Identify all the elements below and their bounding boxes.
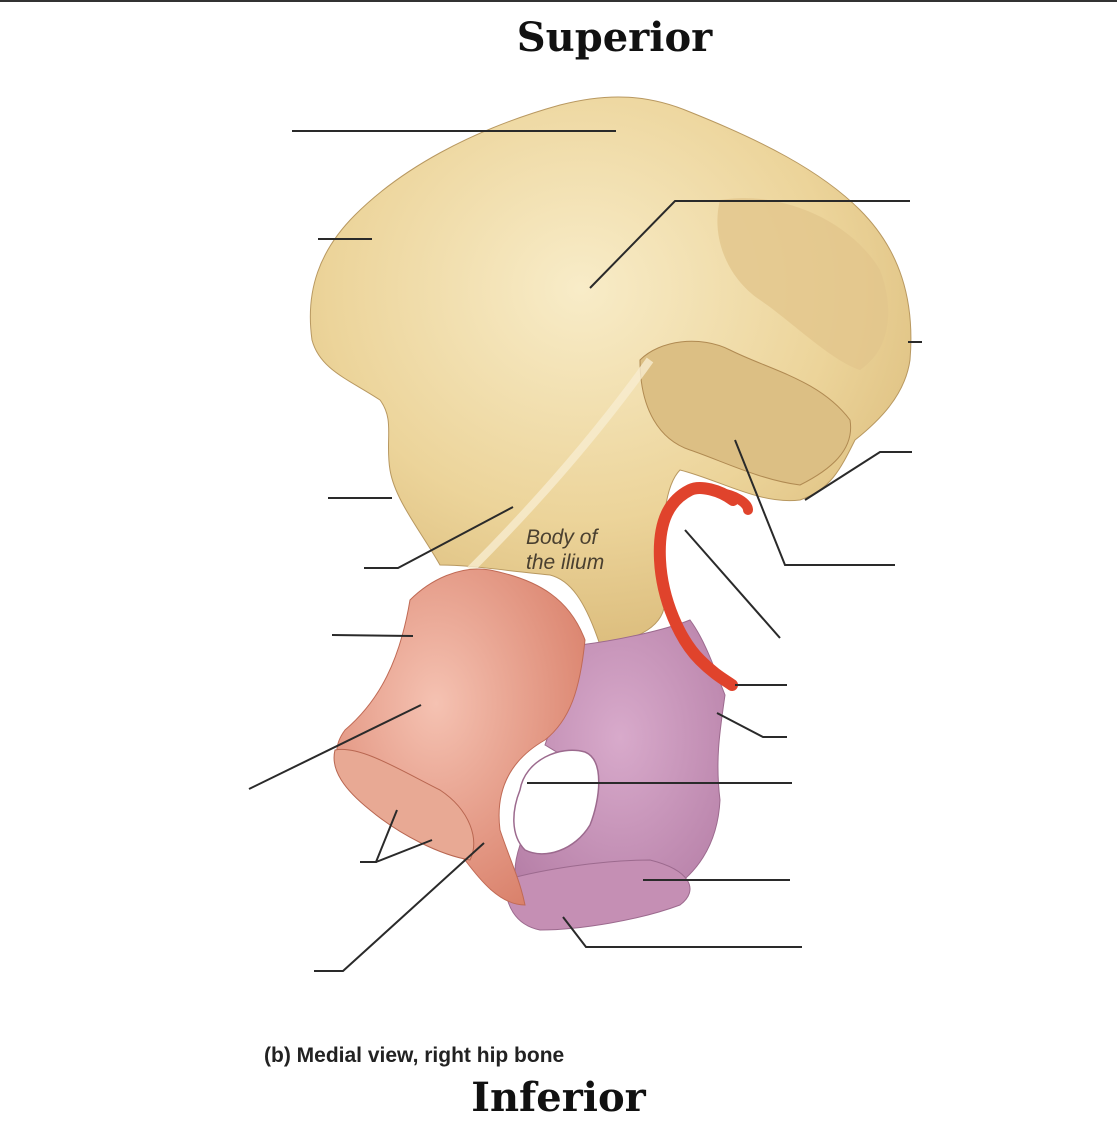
leader-lines — [248, 130, 922, 972]
leader-superior-ramus — [331, 634, 414, 637]
symphyseal-surface — [333, 748, 475, 861]
body-label-line2: the ilium — [526, 551, 605, 574]
leader-iliac-fossa — [589, 200, 910, 289]
leader-arcuate-line — [364, 506, 514, 569]
leader-posterior-inferior-spine — [804, 451, 912, 501]
ischial-ramus — [504, 859, 691, 931]
highlight-curve — [653, 482, 739, 691]
body-of-ilium-label: Body of the ilium — [526, 525, 636, 575]
body-label-line1: Body of — [526, 526, 598, 549]
leader-inferior-ramus — [314, 842, 485, 972]
inferior-label: Inferior — [471, 1074, 646, 1121]
figure-caption: (b) Medial view, right hip bone — [264, 1044, 565, 1067]
leader-ischial-ramus — [562, 916, 802, 948]
leader-lesser-sciatic-notch — [716, 712, 787, 738]
obturator-foramen — [513, 749, 600, 855]
arcuate-line — [467, 357, 654, 573]
highlight-end — [715, 488, 753, 515]
leader-greater-sciatic-notch — [684, 529, 781, 639]
leader-pubic-tubercle-2 — [375, 839, 433, 863]
iliac-tuberosity — [717, 198, 889, 370]
auricular-surface — [639, 340, 852, 486]
leader-auricular-surface — [734, 439, 895, 566]
leader-pectineal-line — [248, 704, 422, 790]
superior-label: Superior — [516, 14, 713, 61]
